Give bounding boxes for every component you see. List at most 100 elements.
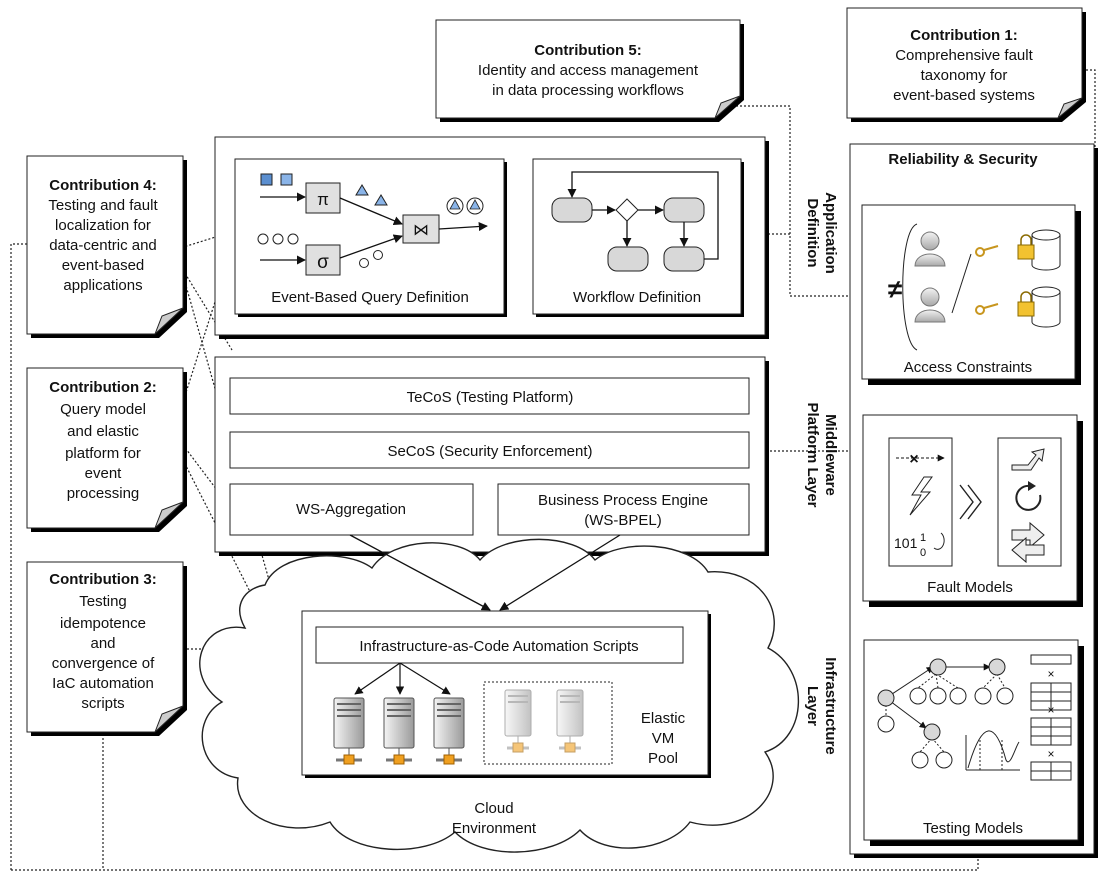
- application-definition-layer: π σ ⋈ Event-Based Query Definition: [214, 136, 769, 339]
- contribution-5-line: Identity and access management: [478, 62, 699, 79]
- contribution-1-line: event-based systems: [893, 87, 1035, 104]
- contribution-3-line: Testing: [79, 593, 127, 610]
- contribution-2-line: processing: [67, 485, 140, 502]
- contribution-3-line: IaC automation: [52, 675, 154, 692]
- bit-flip-text: 101: [894, 535, 918, 551]
- contribution-1-title: Contribution 1:: [910, 27, 1017, 44]
- elastic-pool-label-3: Pool: [648, 750, 678, 767]
- key-icon: [975, 245, 999, 257]
- cloud-label-2: Environment: [452, 820, 537, 837]
- contribution-3-note: Contribution 3: Testing idempotence and …: [26, 561, 187, 736]
- secos-label: SeCoS (Security Enforcement): [387, 443, 592, 460]
- square-event-icon: [260, 173, 273, 186]
- testing-models-label: Testing Models: [923, 820, 1023, 837]
- contribution-5-note: Contribution 5: Identity and access mana…: [435, 19, 744, 122]
- contribution-4-title: Contribution 4:: [49, 177, 156, 194]
- contribution-1-note: Contribution 1: Comprehensive fault taxo…: [846, 7, 1086, 122]
- pi-symbol: π: [317, 190, 329, 209]
- chevron-right-icon: [959, 484, 974, 520]
- locked-database-icon: [1017, 229, 1061, 271]
- idle-server-icon: [504, 689, 532, 753]
- contribution-4-line: localization for: [55, 217, 151, 234]
- idle-server-icon: [556, 689, 584, 753]
- circle-event-icon: [287, 233, 299, 245]
- cloud-label: Cloud: [474, 800, 513, 817]
- fault-models-box: × 101 1 0 Fault Models: [862, 414, 1083, 607]
- reliability-security-panel: Reliability & Security ≠: [849, 143, 1098, 858]
- contribution-3-line: and: [90, 635, 115, 652]
- bpe-label-2: (WS-BPEL): [584, 512, 662, 529]
- contribution-2-line: event: [85, 465, 123, 482]
- bit-flip-sup: 1: [920, 532, 926, 544]
- bit-flip-sub: 0: [920, 547, 926, 559]
- not-equal-icon: ≠: [888, 274, 902, 304]
- contribution-2-line: and elastic: [67, 423, 139, 440]
- application-layer-label: Application: [822, 192, 839, 274]
- workflow-task: [607, 246, 649, 272]
- contribution-4-line: applications: [63, 277, 142, 294]
- contribution-5-line: in data processing workflows: [492, 82, 684, 99]
- layer-labels: Application Definition Middleware Platfo…: [804, 192, 839, 755]
- workflow-panel: Workflow Definition: [532, 158, 744, 317]
- triangle-event-icon: [355, 184, 369, 196]
- contribution-5-title: Contribution 5:: [534, 42, 641, 59]
- middleware-layer-label-2: Platform Layer: [804, 402, 821, 507]
- elastic-pool-label: Elastic: [641, 710, 686, 727]
- fault-models-label: Fault Models: [927, 579, 1013, 596]
- locked-database-icon: [1017, 286, 1061, 328]
- contribution-1-line: taxonomy for: [921, 67, 1008, 84]
- server-icon: [383, 697, 415, 765]
- cross-product-icon: × × ×: [1047, 667, 1054, 761]
- bit-flip-icon: [933, 532, 945, 550]
- middleware-platform-layer: TeCoS (Testing Platform) SeCoS (Security…: [214, 356, 769, 556]
- contribution-3-title: Contribution 3:: [49, 571, 156, 588]
- contribution-4-line: event-based: [62, 257, 145, 274]
- contribution-3-line: scripts: [81, 695, 124, 712]
- square-event-icon: [280, 173, 293, 186]
- user-icon: [914, 231, 946, 267]
- server-icon: [333, 697, 365, 765]
- contribution-3-line: idempotence: [60, 615, 146, 632]
- contribution-2-line: Query model: [60, 401, 146, 418]
- infrastructure-layer-label-2: Layer: [804, 686, 821, 726]
- retry-icon: [1015, 484, 1042, 511]
- secos-box: [229, 431, 750, 469]
- circle-event-icon: [272, 233, 284, 245]
- contribution-3-line: convergence of: [52, 655, 155, 672]
- elastic-pool-label-2: VM: [652, 730, 675, 747]
- triangle-event-icon: [374, 194, 388, 206]
- sigma-symbol: σ: [317, 252, 329, 273]
- circle-event-icon: [257, 233, 269, 245]
- workflow-task: [663, 246, 705, 272]
- iac-scripts-label: Infrastructure-as-Code Automation Script…: [359, 638, 638, 655]
- application-layer-label-2: Definition: [804, 198, 821, 267]
- event-query-panel: π σ ⋈ Event-Based Query Definition: [234, 158, 507, 317]
- drop-icon: ×: [909, 451, 918, 468]
- testing-models-box: × × × Testing Models: [863, 639, 1084, 846]
- workflow-label: Workflow Definition: [573, 289, 701, 306]
- event-query-label: Event-Based Query Definition: [271, 289, 469, 306]
- svg-text:×: ×: [1047, 703, 1054, 717]
- svg-text:×: ×: [1047, 667, 1054, 681]
- svg-text:×: ×: [1047, 747, 1054, 761]
- bpe-label: Business Process Engine: [538, 492, 708, 509]
- cloud-environment: Cloud Environment Infrastructure-as-Code…: [199, 538, 800, 853]
- swap-arrows-icon: [1011, 536, 1045, 564]
- table-icon: [1030, 654, 1072, 781]
- complex-event-icon: [446, 197, 484, 215]
- middleware-layer-label: Middleware: [822, 414, 839, 496]
- selection-operator: [305, 244, 341, 276]
- tecos-label: TeCoS (Testing Platform): [407, 389, 574, 406]
- swap-arrows-icon: [1011, 521, 1045, 549]
- iac-scripts-box: [315, 626, 684, 664]
- projection-operator: [305, 182, 341, 214]
- bpe-box: [497, 483, 750, 536]
- contribution-4-line: data-centric and: [49, 237, 157, 254]
- user-icon: [914, 287, 946, 323]
- infrastructure-layer-label: Infrastructure: [822, 657, 839, 755]
- contribution-2-title: Contribution 2:: [49, 379, 156, 396]
- reliability-title: Reliability & Security: [888, 151, 1038, 168]
- access-constraints-label: Access Constraints: [904, 359, 1032, 376]
- join-symbol: ⋈: [413, 222, 429, 239]
